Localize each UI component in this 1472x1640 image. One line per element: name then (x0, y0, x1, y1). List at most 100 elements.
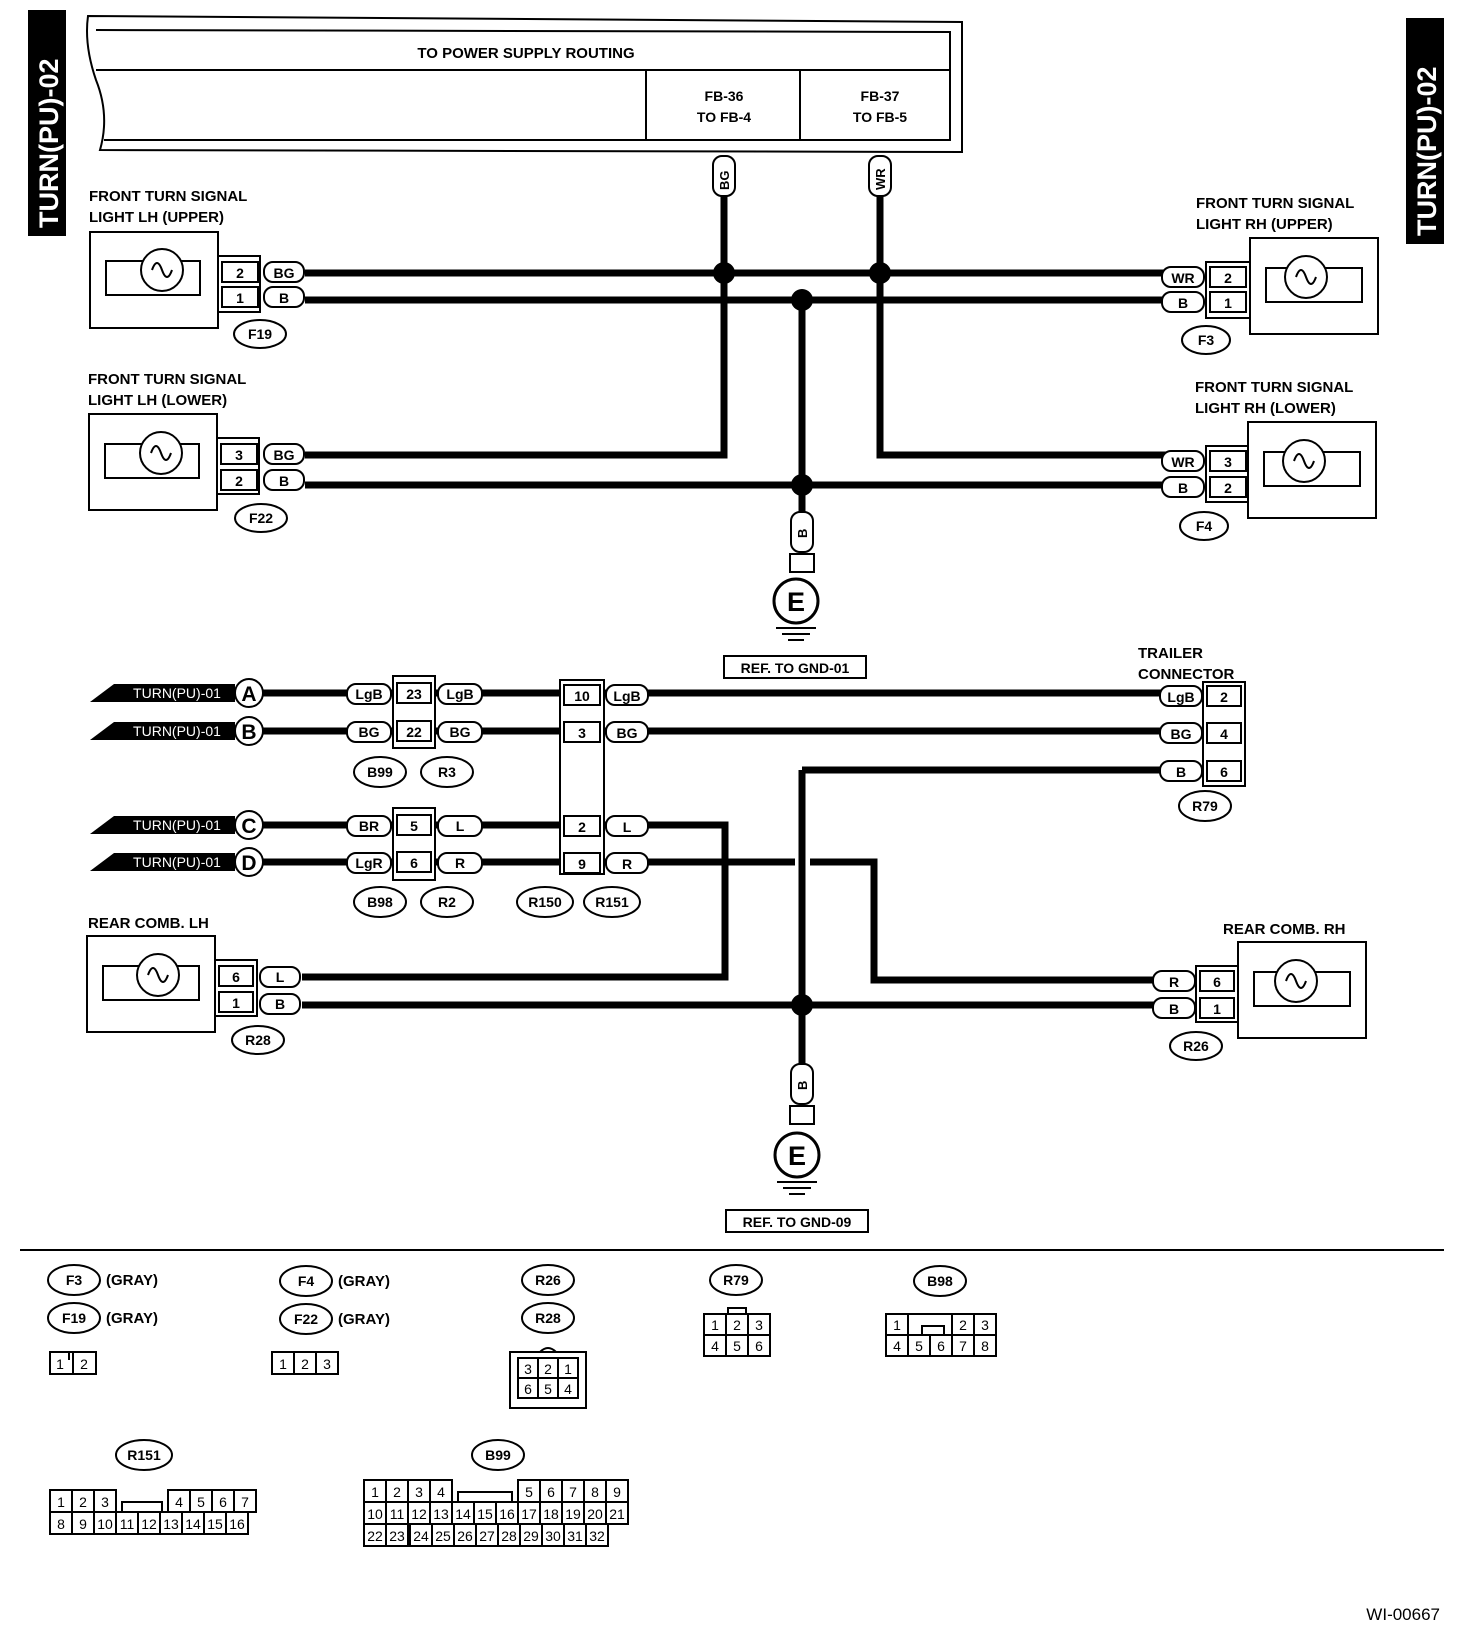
connector-b99: B99 (367, 764, 393, 780)
svg-text:(GRAY): (GRAY) (106, 1272, 158, 1289)
wire-tag-bg-vertical: BG (712, 155, 736, 197)
wire-tag-wr-vertical: WR (868, 155, 892, 197)
input-b: TURN(PU)-01 B (90, 716, 264, 746)
legend-r79: R79 1 2 3 4 5 6 (703, 1264, 771, 1357)
pin-label: 2 (393, 1484, 401, 1500)
f22-pin-3: 3 (235, 447, 243, 463)
svg-text:LgR: LgR (355, 855, 382, 871)
svg-text:3: 3 (755, 1317, 763, 1333)
fb37-sub-label: TO FB-5 (853, 109, 907, 125)
connector-f4: F4 (1196, 518, 1213, 534)
svg-text:4: 4 (893, 1338, 901, 1354)
r79-pin-6: 6 (1220, 764, 1228, 780)
front-turn-signal-rh-lower: FRONT TURN SIGNAL LIGHT RH (LOWER) 3 2 W… (1161, 379, 1377, 541)
svg-text:F22: F22 (294, 1311, 318, 1327)
side-label-left: TURN(PU)-02 (34, 58, 64, 228)
ground-symbol-e: E (787, 587, 805, 617)
connector-r28: R28 (245, 1032, 271, 1048)
wire-tag-wr: WR (1171, 270, 1194, 286)
pin-label: 13 (433, 1506, 449, 1522)
r150-pin-10: 10 (574, 688, 590, 704)
pin-label: 11 (120, 1516, 135, 1532)
rear-comb-lh-label: REAR COMB. LH (88, 915, 209, 932)
rear-comb-lh: REAR COMB. LH 6 1 L B R28 (86, 915, 301, 1055)
figure-id: WI-00667 (1366, 1605, 1440, 1624)
svg-text:2: 2 (544, 1361, 552, 1377)
input-d-source: TURN(PU)-01 (133, 854, 221, 870)
connector-r2: R2 (438, 894, 456, 910)
pin-label: 4 (437, 1484, 445, 1500)
svg-text:B99: B99 (485, 1447, 511, 1463)
pin-label: 15 (207, 1516, 223, 1532)
pin-label: 30 (545, 1528, 561, 1544)
pin-label: 20 (587, 1506, 603, 1522)
pin-label: 12 (411, 1506, 427, 1522)
legend-r26-r28: R26 R28 3 2 1 6 5 4 (509, 1264, 587, 1409)
pin-label: 6 (547, 1484, 555, 1500)
svg-text:1: 1 (564, 1361, 572, 1377)
front-rh-lower-label-1: FRONT TURN SIGNAL (1195, 379, 1353, 396)
side-tab-left: TURN(PU)-02 (28, 10, 66, 236)
rear-splices (791, 994, 813, 1016)
front-lh-lower-label-1: FRONT TURN SIGNAL (88, 371, 246, 388)
legend-f4-f22: F4 (GRAY) F22 (GRAY) 1 2 3 (271, 1265, 390, 1375)
pin-label: 3 (415, 1484, 423, 1500)
svg-text:WR: WR (873, 168, 888, 190)
pin-label: 21 (609, 1506, 625, 1522)
b98-pin-5: 5 (410, 818, 418, 834)
input-d-letter: D (241, 852, 256, 875)
pin-label: 32 (589, 1528, 605, 1544)
front-rh-lower-label-2: LIGHT RH (LOWER) (1195, 400, 1336, 417)
power-supply-title: TO POWER SUPPLY ROUTING (417, 45, 634, 62)
svg-text:R26: R26 (535, 1272, 561, 1288)
pin-label: 31 (567, 1528, 583, 1544)
r26-pin-1: 1 (1213, 1001, 1221, 1017)
connector-r151: R151 (595, 894, 629, 910)
svg-text:R: R (622, 856, 632, 872)
front-wires (305, 188, 1170, 540)
svg-text:BG: BG (617, 725, 638, 741)
pin-label: 6 (219, 1494, 227, 1510)
ground-symbol-e: E (788, 1141, 806, 1171)
pin-label: 2 (79, 1494, 87, 1510)
r26-pin-6: 6 (1213, 974, 1221, 990)
pin-label: 23 (389, 1528, 405, 1544)
svg-text:3: 3 (524, 1361, 532, 1377)
connector-b99-r3: LgB BG 23 22 LgB BG B99 R3 (346, 675, 483, 788)
svg-text:3: 3 (981, 1317, 989, 1333)
svg-text:L: L (623, 819, 632, 835)
svg-text:1: 1 (279, 1356, 287, 1372)
svg-text:BG: BG (1171, 726, 1192, 742)
f22-pin-2: 2 (235, 473, 243, 489)
svg-text:2: 2 (301, 1356, 309, 1372)
svg-text:1: 1 (893, 1317, 901, 1333)
front-turn-signal-rh-upper: FRONT TURN SIGNAL LIGHT RH (UPPER) 2 1 W… (1161, 195, 1379, 355)
pin-label: 28 (501, 1528, 517, 1544)
svg-text:F19: F19 (62, 1310, 86, 1326)
side-label-right: TURN(PU)-02 (1412, 66, 1442, 236)
pin-label: 5 (197, 1494, 205, 1510)
pin-label: 1 (57, 1494, 65, 1510)
svg-text:BG: BG (359, 724, 380, 740)
pin-label: 4 (175, 1494, 183, 1510)
input-c: TURN(PU)-01 C (90, 810, 264, 840)
ground-ref-gnd-01: REF. TO GND-01 (741, 660, 850, 676)
input-c-letter: C (241, 815, 256, 838)
front-turn-signal-lh-lower: FRONT TURN SIGNAL LIGHT LH (LOWER) 3 2 B… (88, 371, 305, 533)
wire-tag-b: B (279, 290, 289, 306)
r28-pin-1: 1 (232, 995, 240, 1011)
pin-label: 7 (569, 1484, 577, 1500)
svg-text:LgB: LgB (446, 686, 473, 702)
f3-pin-2: 2 (1224, 270, 1232, 286)
svg-text:LgB: LgB (613, 688, 640, 704)
pin-label: 10 (367, 1506, 383, 1522)
r150-pin-2: 2 (578, 819, 586, 835)
svg-text:LgB: LgB (355, 686, 382, 702)
pin-label: 14 (185, 1516, 201, 1532)
pin-label: 26 (457, 1528, 473, 1544)
svg-text:BG: BG (450, 724, 471, 740)
svg-text:5: 5 (544, 1381, 552, 1397)
